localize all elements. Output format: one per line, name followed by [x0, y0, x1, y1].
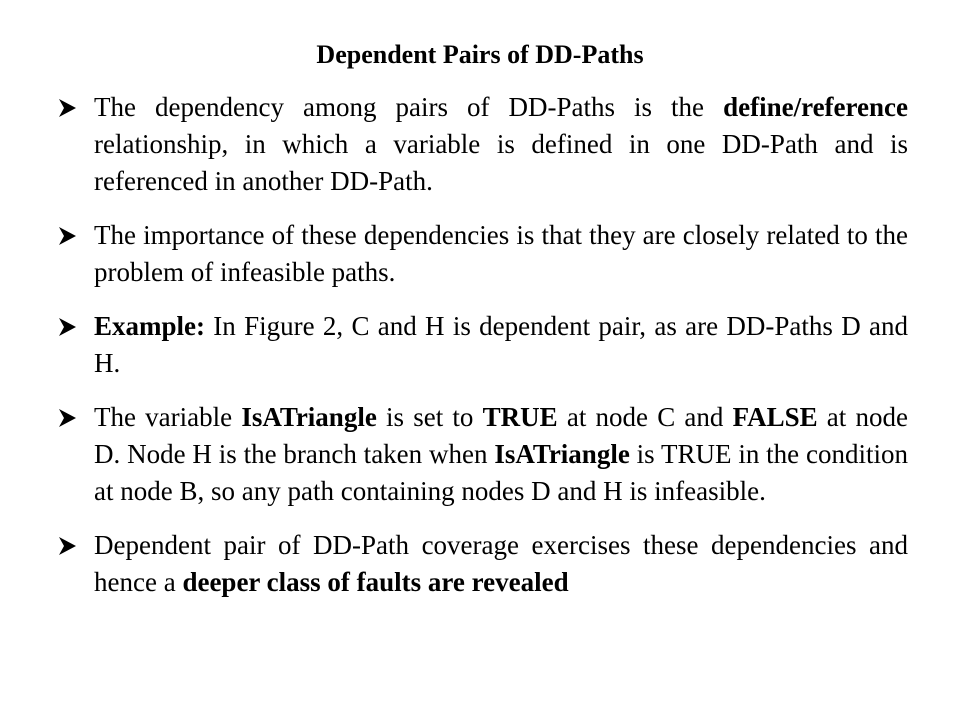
bullet-item-2: The importance of these dependencies is …	[56, 217, 908, 291]
bold-text-run: deeper class of faults are revealed	[182, 567, 569, 597]
text-run: The variable	[94, 402, 242, 432]
bullet-item-4: The variable IsATriangle is set to TRUE …	[56, 399, 908, 510]
bullet-item-3: Example: In Figure 2, C and H is depende…	[56, 308, 908, 382]
bullet-item-5: Dependent pair of DD-Path coverage exerc…	[56, 527, 908, 601]
bullet-text: Example: In Figure 2, C and H is depende…	[94, 311, 908, 378]
bullet-text: The dependency among pairs of DD-Paths i…	[94, 92, 908, 196]
slide-title: Dependent Pairs of DD-Paths	[316, 40, 644, 69]
text-run: at node D. Node H is the branch taken wh…	[94, 402, 908, 469]
text-run: The dependency among pairs of DD-Paths i…	[94, 92, 724, 122]
text-run: is TRUE in the condition at node B, so a…	[94, 439, 908, 506]
bullet-item-1: The dependency among pairs of DD-Paths i…	[56, 89, 908, 200]
bold-text-run: FALSE	[732, 402, 818, 432]
arrowhead-bullet-icon	[56, 97, 78, 119]
text-run: Dependent pair of DD-Path coverage exerc…	[94, 530, 908, 597]
arrowhead-bullet-icon	[56, 316, 78, 338]
bold-text-run: define/reference	[723, 92, 908, 122]
bold-text-run: TRUE	[482, 402, 558, 432]
arrowhead-bullet-icon	[56, 407, 78, 429]
text-run: The importance of these dependencies is …	[94, 220, 908, 287]
arrowhead-bullet-icon	[56, 225, 78, 247]
text-run: is set to	[376, 402, 483, 432]
bullet-text: The variable IsATriangle is set to TRUE …	[94, 402, 908, 506]
text-run: relationship, in which a variable is def…	[94, 129, 908, 196]
text-run: In Figure 2, C and H is dependent pair, …	[94, 311, 908, 378]
bullet-text: Dependent pair of DD-Path coverage exerc…	[94, 530, 908, 597]
bullet-text: The importance of these dependencies is …	[94, 220, 908, 287]
bold-text-run: Example:	[94, 311, 205, 341]
bold-text-run: IsATriangle	[494, 439, 630, 469]
text-run: at node C and	[557, 402, 733, 432]
bold-text-run: IsATriangle	[241, 402, 377, 432]
arrowhead-bullet-icon	[56, 535, 78, 557]
bullet-list: The dependency among pairs of DD-Paths i…	[56, 89, 908, 618]
